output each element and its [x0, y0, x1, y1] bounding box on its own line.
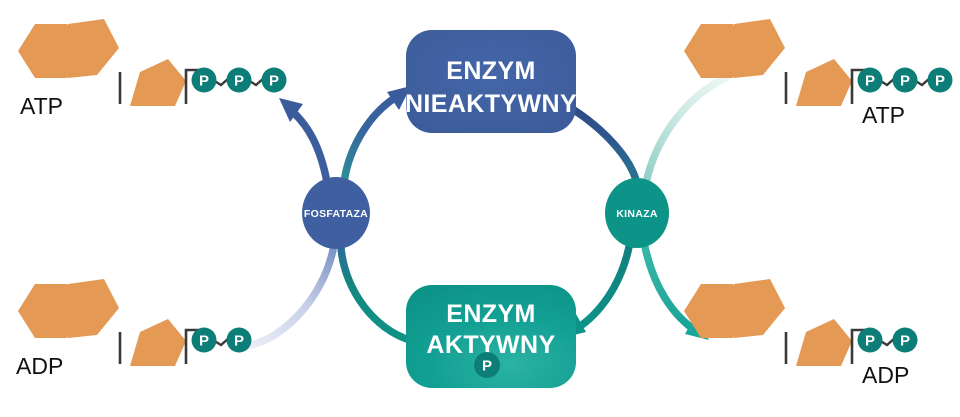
phosphate-label: P — [865, 73, 875, 90]
adenine-pentagon-icon — [68, 279, 119, 338]
phosphate-badge-label: P — [482, 358, 492, 375]
phosphate-circle — [927, 67, 953, 93]
enzyme-inactive-line1: ENZYM — [446, 57, 536, 85]
connector-active-enzyme-to-phosphatase — [337, 244, 414, 344]
phosphatase-label: FOSFATAZA — [304, 208, 368, 220]
ribose-right-bracket — [184, 68, 199, 104]
phosphate-circle — [226, 67, 252, 93]
connector-kinase-to-active-enzyme — [575, 243, 633, 331]
phosphate-label: P — [234, 333, 244, 350]
phosphate-label: P — [199, 73, 209, 90]
enzyme-inactive-line2: NIEAKTYWNY — [405, 90, 577, 118]
phosphatase-node[interactable]: FOSFATAZA — [302, 177, 370, 249]
phosphate-circle — [261, 67, 287, 93]
kinase-label: KINAZA — [616, 208, 658, 220]
connector-phosphatase-to-atp — [289, 108, 331, 186]
adenine-hexagon-icon — [684, 24, 750, 78]
phosphate-label: P — [269, 73, 279, 90]
ribose-pentagon-icon — [130, 319, 186, 366]
phosphate-label: P — [900, 73, 910, 90]
molecule-label-atp-top-left: ATP — [20, 93, 63, 119]
arrowhead-phosphatase-to-inactive-enzyme — [387, 86, 411, 110]
kinase-circle[interactable] — [605, 178, 669, 248]
phosphate-circle — [892, 67, 918, 93]
phosphate-badge-circle — [474, 352, 500, 378]
phosphate-label: P — [900, 333, 910, 350]
phosphate-circle — [191, 67, 217, 93]
adenine-pentagon-icon — [734, 279, 785, 338]
arrowhead-phosphatase-to-atp — [279, 98, 303, 122]
connector-phosphatase-to-inactive-enzyme — [340, 92, 402, 186]
connector-atp-to-kinase — [642, 74, 730, 188]
enzyme-inactive-node[interactable]: ENZYM NIEAKTYWNY — [405, 30, 577, 133]
phosphate-circle — [857, 67, 883, 93]
ribose-pentagon-icon — [130, 59, 186, 106]
ribose-pentagon-icon — [796, 319, 852, 366]
enzyme-inactive-box[interactable] — [406, 30, 576, 133]
phosphatase-circle[interactable] — [302, 177, 370, 249]
adenine-hexagon-icon — [18, 284, 84, 338]
molecule-adp-bottom-left: P P ADP — [16, 279, 252, 379]
molecule-atp-top-right: P P P ATP — [684, 19, 953, 128]
molecule-adp-bottom-right: P P ADP — [684, 279, 918, 388]
enzyme-active-line1: ENZYM — [446, 300, 536, 328]
ribose-right-bracket — [850, 328, 865, 364]
molecule-label-adp-bottom-right: ADP — [862, 362, 909, 388]
adenine-hexagon-icon — [18, 24, 84, 78]
molecule-atp-top-left: P P P ATP — [18, 19, 287, 119]
kinase-node[interactable]: KINAZA — [605, 178, 669, 248]
molecule-label-atp-top-right: ATP — [862, 102, 905, 128]
phosphate-label: P — [234, 73, 244, 90]
phosphate-circle — [892, 327, 918, 353]
connector-kinase-to-adp — [641, 243, 696, 332]
enzyme-active-node[interactable]: ENZYM AKTYWNY P — [406, 285, 576, 388]
ribose-right-bracket — [184, 328, 199, 364]
ribose-pentagon-icon — [796, 59, 852, 106]
phosphate-circle — [857, 327, 883, 353]
ribose-right-bracket — [850, 68, 865, 104]
phosphate-circle — [191, 327, 217, 353]
phosphate-circle — [226, 327, 252, 353]
connector-adp-to-phosphatase — [236, 246, 337, 351]
enzyme-active-box[interactable] — [406, 285, 576, 388]
molecule-label-adp-bottom-left: ADP — [16, 353, 63, 379]
adenine-pentagon-icon — [68, 19, 119, 78]
adenine-hexagon-icon — [684, 284, 750, 338]
phosphate-label: P — [865, 333, 875, 350]
phosphate-label: P — [935, 73, 945, 90]
adenine-pentagon-icon — [734, 19, 785, 78]
phosphate-label: P — [199, 333, 209, 350]
connector-inactive-enzyme-to-kinase — [570, 106, 641, 188]
